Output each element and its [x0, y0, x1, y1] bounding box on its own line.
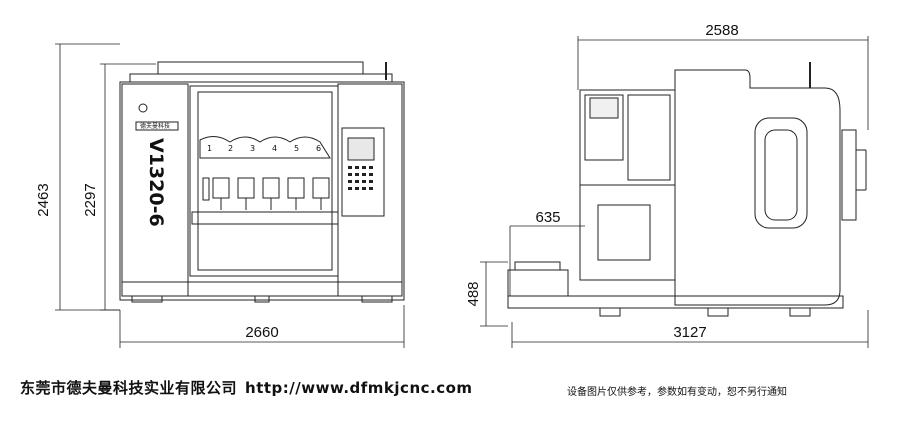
spindle-number: 6: [316, 144, 321, 153]
spindle-heads: [202, 177, 330, 210]
dim-front-height-total: 2463: [35, 183, 52, 216]
machine-badge: 德夫曼科技: [140, 122, 170, 130]
coolant-tank: [507, 269, 569, 297]
dim-front-width: 2660: [245, 324, 278, 341]
spindle-number: 3: [250, 144, 255, 153]
footer-company-line: 东莞市德夫曼科技实业有限公司 http://www.dfmkjcnc.com: [20, 377, 481, 398]
machine-model: V1320-6: [145, 138, 167, 227]
logo-icon: [138, 103, 148, 113]
dim-side-footprint: 3127: [673, 324, 706, 341]
dim-side-length: 2588: [705, 22, 738, 39]
side-dimension-lines: [480, 36, 869, 348]
company-url[interactable]: http://www.dfmkjcnc.com: [245, 379, 473, 397]
spindle-number: 5: [294, 144, 299, 153]
front-dimension-lines: [55, 43, 405, 348]
side-view: [507, 62, 867, 317]
spindle-number: 4: [272, 144, 277, 153]
front-work-window: [197, 91, 333, 271]
disclaimer-note: 设备图片仅供参考，参数如有变动，恕不另行通知: [567, 387, 787, 398]
side-enclosure: [674, 69, 841, 306]
dim-side-offset: 635: [535, 209, 560, 226]
company-name: 东莞市德夫曼科技实业有限公司: [20, 379, 238, 397]
front-view: [119, 61, 405, 303]
dim-front-height-body: 2297: [82, 183, 99, 216]
dim-side-table-height: 488: [465, 281, 482, 306]
spindle-number: 2: [228, 144, 233, 153]
control-panel: [341, 127, 385, 217]
spindle-numbers: 1 2 3 4 5 6: [207, 144, 321, 153]
spindle-number: 1: [207, 144, 212, 153]
technical-drawing: 1 2 3 4 5 6 德夫曼科技 V1320-6 2463 2297 2660…: [35, 22, 869, 348]
